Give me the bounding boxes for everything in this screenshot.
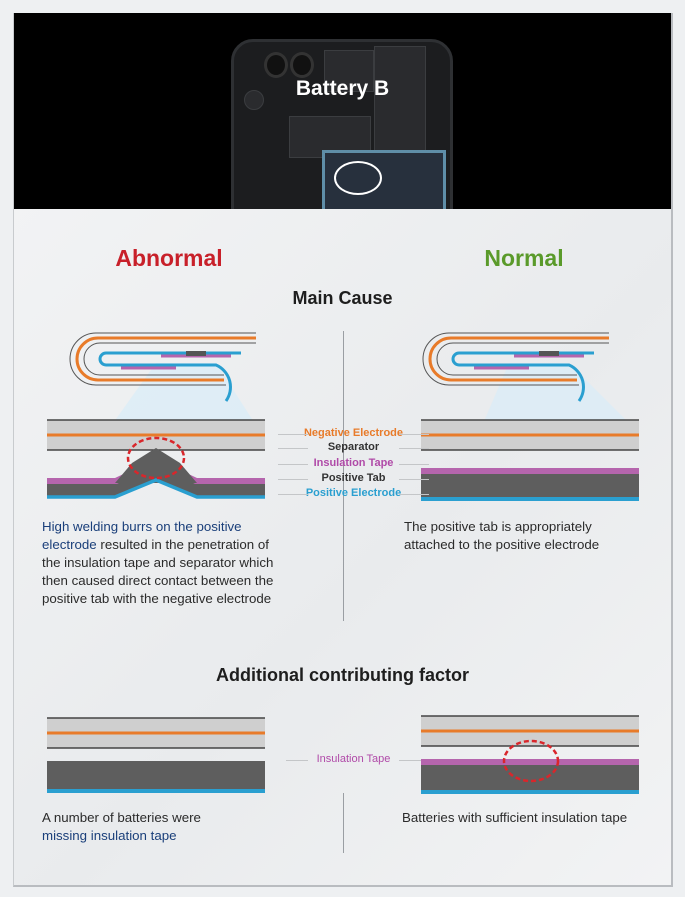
positive-electrode-line	[47, 478, 265, 499]
separator-wrap	[69, 332, 256, 386]
layer-label: Negative Electrode	[276, 427, 431, 439]
cross-section-sufficient-tape	[421, 715, 639, 794]
positive-electrode-wrap	[451, 351, 594, 402]
leader-line	[399, 448, 429, 449]
layer-label: Positive Tab	[276, 472, 431, 484]
additional-factor-title: Additional contributing factor	[216, 665, 469, 685]
leader-line	[399, 494, 429, 495]
hero-banner: Battery B	[14, 13, 671, 209]
positive-tab	[47, 761, 265, 789]
leader-line	[278, 479, 308, 480]
positive-electrode-line	[421, 497, 639, 501]
cross-section-normal	[421, 419, 639, 501]
component-block	[244, 90, 264, 110]
cross-section-abnormal	[47, 419, 265, 499]
layer-label-text: Separator	[327, 441, 380, 453]
layer-label: Positive Electrode	[276, 487, 431, 499]
battery-circle-marker	[334, 161, 382, 195]
layer-label: Insulation Tape	[276, 457, 431, 469]
hero-title: Battery B	[295, 77, 390, 100]
component-block	[374, 46, 426, 168]
leader-line	[278, 448, 308, 449]
phone-internals-image	[231, 39, 453, 209]
component-block	[324, 50, 374, 92]
leader-line	[278, 434, 308, 435]
infographic-frame: Battery B Abnormal Normal Main Cause	[13, 13, 673, 887]
sufficient-tape-description: Batteries with sufficient insulation tap…	[402, 810, 628, 825]
positive-electrode-wrap	[98, 351, 241, 402]
missing-tape-plain: A number of batteries were	[42, 810, 201, 825]
insulation-tape-label: Insulation Tape	[276, 753, 431, 765]
abnormal-highlight-text: High welding burrs on the positive elect…	[42, 519, 242, 552]
leader-line	[399, 434, 429, 435]
separator-wrap	[83, 342, 256, 376]
normal-title: Normal	[484, 245, 564, 271]
positive-electrode-line	[421, 790, 639, 794]
insulation-tape-left	[47, 470, 132, 484]
positive-tab	[539, 351, 559, 356]
tape-highlight-ring	[502, 739, 560, 783]
jelly-roll-normal	[422, 332, 639, 433]
camera-lens-icon	[264, 52, 288, 78]
missing-tape-description: A number of batteries were missing insul…	[42, 809, 302, 845]
abnormal-description: High welding burrs on the positive elect…	[42, 518, 282, 608]
positive-tab	[421, 474, 639, 499]
leader-line	[278, 494, 308, 495]
negative-electrode-wrap	[428, 336, 609, 382]
insulation-tape	[421, 759, 639, 765]
cross-section-missing-tape	[47, 717, 265, 793]
burr-highlight-ring	[126, 436, 186, 480]
column-divider	[343, 793, 344, 853]
jelly-roll-abnormal	[69, 332, 261, 433]
missing-tape-highlight: missing insulation tape	[42, 828, 177, 843]
layer-label-text: Insulation Tape	[313, 457, 394, 469]
leader-line	[399, 479, 429, 480]
abnormal-title: Abnormal	[115, 245, 223, 271]
welding-burr	[115, 448, 197, 483]
layer-label-text: Positive Tab	[321, 472, 386, 484]
positive-tab	[421, 765, 639, 790]
negative-electrode-wrap	[75, 336, 256, 382]
positive-tab	[186, 351, 206, 356]
leader-line	[399, 464, 429, 465]
battery-highlight	[322, 150, 446, 209]
leader-line	[399, 760, 421, 761]
normal-description: The positive tab is appropriately attach…	[404, 519, 600, 552]
separator-wrap	[436, 342, 609, 376]
leader-line	[286, 760, 308, 761]
insulation-tape-label-text: Insulation Tape	[316, 753, 391, 765]
column-divider	[343, 331, 344, 621]
layer-label-text: Negative Electrode	[303, 427, 404, 439]
abnormal-rest-text: resulted in the penetration of the insul…	[42, 537, 274, 606]
layer-label-text: Positive Electrode	[305, 487, 402, 499]
insulation-tape	[421, 468, 639, 474]
positive-electrode-line	[47, 789, 265, 793]
leader-line	[278, 464, 308, 465]
main-cause-title: Main Cause	[292, 288, 393, 308]
camera-lens-icon	[290, 52, 314, 78]
insulation-tape-right	[180, 470, 265, 484]
layer-label: Separator	[276, 441, 431, 453]
separator-wrap	[422, 332, 609, 386]
